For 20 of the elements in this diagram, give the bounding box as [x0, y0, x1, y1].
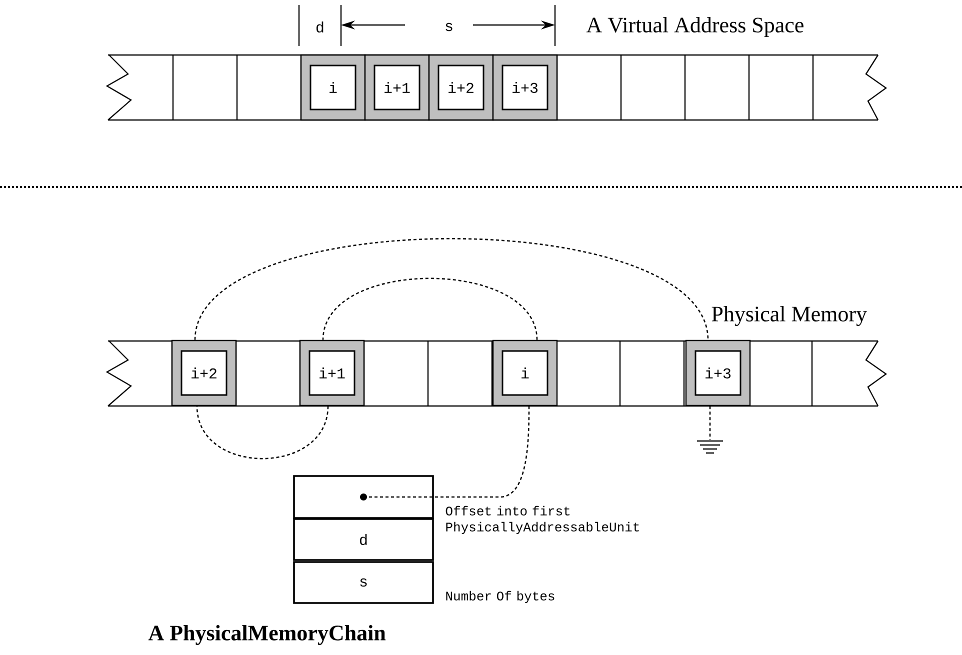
memory-cell: i — [492, 340, 558, 406]
memory-cell: i — [300, 54, 366, 121]
memory-cell: i+1 — [364, 54, 430, 121]
memory-cell: i+3 — [685, 340, 751, 406]
memory-cell: i+3 — [492, 54, 558, 121]
chain-field — [293, 475, 434, 519]
strip-title: Physical Memory — [712, 306, 867, 326]
dimension-label: d — [316, 21, 324, 33]
chain-field: d — [293, 518, 434, 561]
caption: A PhysicalMemoryChain — [148, 625, 386, 645]
field-description: Offset into first PhysicallyAddressableUnit — [446, 506, 639, 534]
memory-cell: i+2 — [171, 340, 237, 406]
dimension-label: s — [446, 22, 452, 32]
chain-field: s — [293, 561, 434, 604]
strip-title: A Virtual Address Space — [586, 17, 804, 37]
memory-cell: i+1 — [299, 340, 365, 406]
memory-cell: i+2 — [428, 54, 494, 121]
field-description: Number Of bytes — [446, 590, 554, 604]
pointer-line — [360, 406, 530, 500]
ground-symbol — [696, 440, 724, 454]
